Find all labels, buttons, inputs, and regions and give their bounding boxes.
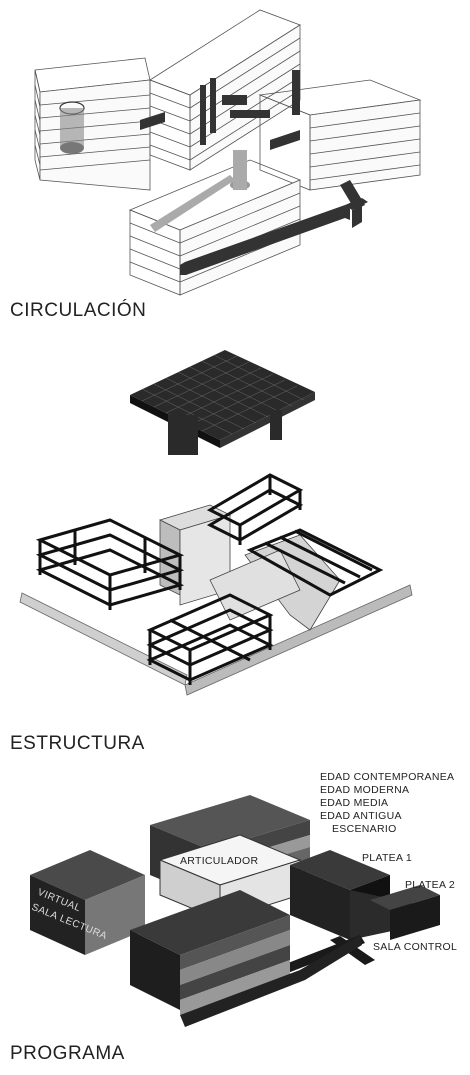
floor-edge — [19, 584, 413, 696]
label-platea-2: PLATEA 2 — [405, 879, 455, 891]
label-edad-moderna: EDAD MODERNA — [320, 784, 409, 796]
roof-slab — [130, 350, 315, 455]
label-edad-antigua: EDAD ANTIGUA — [320, 810, 402, 822]
circulacion-elements — [59, 70, 368, 275]
section-title-programa: PROGRAMA — [10, 1043, 125, 1064]
block-virtual-lectura: VIRTUAL SALA LECTURA — [30, 850, 145, 955]
label-edad-contemporanea: EDAD CONTEMPORANEA — [320, 771, 454, 783]
label-sala-control: SALA CONTROL — [373, 941, 457, 953]
circulacion-left-block — [34, 57, 151, 191]
circulacion-drawing — [34, 9, 422, 296]
estructura-drawing — [19, 350, 413, 696]
label-edad-media: EDAD MEDIA — [320, 797, 388, 809]
estructura-panel: ESTRUCTURA — [0, 330, 470, 760]
circulacion-panel: CIRCULACIÓN — [0, 0, 470, 330]
label-escenario: ESCENARIO — [332, 823, 397, 835]
label-platea-1: PLATEA 1 — [362, 852, 412, 864]
block-articulador: ARTICULADOR — [158, 834, 302, 921]
programa-panel: VIRTUAL SALA LECTURA ARTICULADOR — [0, 765, 470, 1075]
structural-frames — [35, 473, 384, 685]
programa-drawing: VIRTUAL SALA LECTURA ARTICULADOR — [30, 771, 457, 1027]
block-front — [130, 890, 362, 1027]
block-platea — [290, 850, 440, 940]
label-articulador: ARTICULADOR — [180, 855, 258, 867]
section-title-estructura: ESTRUCTURA — [10, 733, 145, 754]
section-title-circulacion: CIRCULACIÓN — [10, 300, 147, 321]
